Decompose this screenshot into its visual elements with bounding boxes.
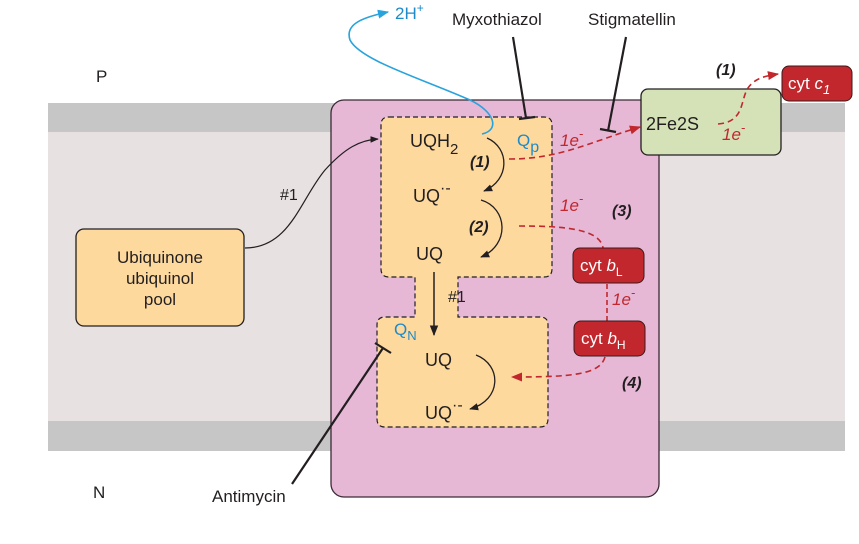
iron-sulfur-box xyxy=(640,88,782,156)
transfer-label-pool: #1 xyxy=(280,187,298,204)
qp-step2-arrow xyxy=(480,199,503,258)
pool-to-qp-path xyxy=(244,136,379,249)
bh-step-label: (4) xyxy=(622,375,642,392)
electron-label-bh: 1e- xyxy=(612,285,636,309)
qn-reduction-arrow xyxy=(469,354,496,411)
proton-label: 2H+ xyxy=(395,1,424,23)
qp-qn-site-region xyxy=(376,116,553,428)
electron-label-c1: 1e- xyxy=(722,120,746,144)
transfer-label-qp-qn: #1 xyxy=(448,289,466,306)
proton-release-path xyxy=(348,9,494,135)
qp-step1-label: (1) xyxy=(470,154,490,171)
qp-step2-label: (2) xyxy=(469,219,489,236)
uqh2-label: UQH2 xyxy=(410,131,458,158)
qn-site-label: QN xyxy=(394,320,417,343)
cyt-bh-label: cyt bH xyxy=(581,329,626,352)
stigmatellin-inhibition-line xyxy=(606,36,628,132)
cytbh-to-qn-electron-path xyxy=(510,356,606,382)
qp-step1-arrow xyxy=(483,137,505,192)
antimycin-label: Antimycin xyxy=(212,487,286,506)
myxothiazol-label: Myxothiazol xyxy=(452,10,542,29)
semiquinone-label-qn: UQ·- xyxy=(425,397,463,423)
pool-label-line2: ubiquinol xyxy=(126,269,194,288)
semiquinone-label-qp: UQ·- xyxy=(413,180,451,206)
qp-site-label: Qp xyxy=(517,131,539,156)
cyt-c1-box xyxy=(781,65,853,102)
electron-label-bl: 1e- xyxy=(560,191,584,215)
electron-label-fes: 1e- xyxy=(560,126,584,150)
pool-label-line1: Ubiquinone xyxy=(117,248,203,267)
iron-sulfur-label: 2Fe2S xyxy=(646,114,699,134)
cyt-bl-box xyxy=(572,247,645,284)
myxothiazol-inhibition-line xyxy=(511,36,528,119)
bl-step-label: (3) xyxy=(612,203,632,220)
uq-label-qp: UQ xyxy=(416,244,443,264)
n-side-label: N xyxy=(93,483,105,502)
stigmatellin-inhibition-bar xyxy=(599,127,617,134)
cyt-c1-label: cyt c1 xyxy=(788,74,830,97)
uq-label-qn: UQ xyxy=(425,350,452,370)
cyt-bh-box xyxy=(573,320,646,357)
stigmatellin-label: Stigmatellin xyxy=(588,10,676,29)
antimycin-inhibition-bar xyxy=(374,342,392,354)
fes-to-cytc1-electron-path xyxy=(717,71,780,125)
pool-label-line3: pool xyxy=(144,290,176,309)
cyt-bl-label: cyt bL xyxy=(580,256,623,279)
myxothiazol-inhibition-bar xyxy=(518,115,536,121)
antimycin-inhibition-line xyxy=(291,347,384,485)
c1-step-label: (1) xyxy=(716,62,736,79)
ubiquinone-pool-box xyxy=(75,228,245,327)
qp-to-cytbl-electron-path xyxy=(518,225,604,249)
p-side-label: P xyxy=(96,67,107,86)
